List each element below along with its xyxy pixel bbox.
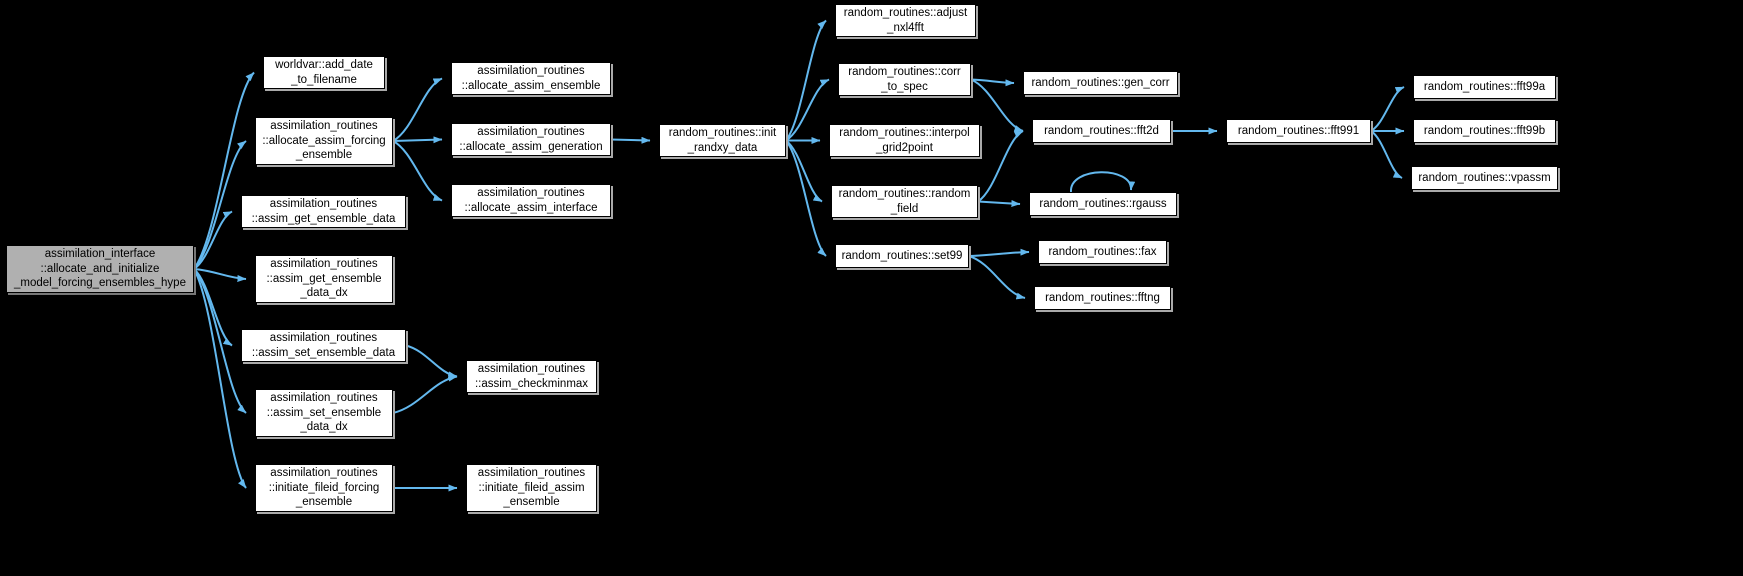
graph-edge-init_randxy-to-set99 bbox=[785, 139, 827, 257]
graph-node-get_ens_data[interactable]: assimilation_routines ::assim_get_ensemb… bbox=[241, 195, 406, 228]
graph-edge-alloc_assim_generation-to-init_randxy bbox=[610, 136, 651, 144]
graph-edge-set_ens_data-to-assim_checkminmax bbox=[405, 344, 458, 379]
graph-node-set_ens_data_dx[interactable]: assimilation_routines ::assim_set_ensemb… bbox=[255, 389, 393, 437]
graph-node-alloc_assim_interface[interactable]: assimilation_routines ::allocate_assim_i… bbox=[451, 184, 611, 217]
graph-node-init_randxy[interactable]: random_routines::init _randxy_data bbox=[659, 124, 786, 157]
graph-node-fft99a[interactable]: random_routines::fft99a bbox=[1413, 75, 1556, 99]
graph-node-alloc_forcing[interactable]: assimilation_routines ::allocate_assim_f… bbox=[255, 117, 393, 165]
graph-edge-set99-to-fftng bbox=[968, 255, 1026, 300]
graph-node-set_ens_data[interactable]: assimilation_routines ::assim_set_ensemb… bbox=[241, 329, 406, 362]
graph-node-vpassm[interactable]: random_routines::vpassm bbox=[1411, 166, 1558, 190]
graph-edge-init_randxy-to-adjust_nxl4fft bbox=[785, 19, 827, 142]
graph-edge-root-to-get_ens_data bbox=[193, 210, 233, 270]
graph-node-get_ens_data_dx[interactable]: assimilation_routines ::assim_get_ensemb… bbox=[255, 255, 393, 303]
graph-node-add_date[interactable]: worldvar::add_date _to_filename bbox=[263, 56, 385, 89]
graph-edge-fft991-to-fft99a bbox=[1370, 86, 1405, 132]
graph-edge-set99-to-fax bbox=[968, 248, 1030, 257]
graph-node-set99[interactable]: random_routines::set99 bbox=[835, 244, 969, 268]
graph-node-root[interactable]: assimilation_interface ::allocate_and_in… bbox=[6, 245, 194, 293]
graph-node-fft991[interactable]: random_routines::fft991 bbox=[1226, 119, 1371, 143]
graph-edge-alloc_forcing-to-alloc_assim_interface bbox=[392, 140, 443, 202]
graph-edge-root-to-set_ens_data_dx bbox=[193, 268, 247, 414]
graph-node-init_fileid_forcing[interactable]: assimilation_routines ::initiate_fileid_… bbox=[255, 464, 393, 512]
graph-edge-init_randxy-to-random_field bbox=[785, 139, 823, 203]
graph-node-gen_corr[interactable]: random_routines::gen_corr bbox=[1023, 71, 1178, 95]
graph-node-alloc_assim_ensemble[interactable]: assimilation_routines ::allocate_assim_e… bbox=[451, 62, 611, 95]
graph-edge-root-to-alloc_forcing bbox=[193, 140, 247, 270]
graph-node-init_fileid_assim[interactable]: assimilation_routines ::initiate_fileid_… bbox=[466, 464, 597, 512]
graph-edge-set_ens_data_dx-to-assim_checkminmax bbox=[392, 374, 458, 414]
graph-edge-corr_to_spec-to-fft2d bbox=[970, 78, 1024, 132]
graph-node-random_field[interactable]: random_routines::random _field bbox=[831, 185, 978, 218]
graph-edge-random_field-to-rgauss bbox=[977, 199, 1021, 207]
graph-node-interpol_grid2point[interactable]: random_routines::interpol _grid2point bbox=[829, 124, 980, 157]
graph-edge-root-to-init_fileid_forcing bbox=[193, 268, 247, 489]
graph-edge-corr_to_spec-to-gen_corr bbox=[970, 78, 1015, 87]
graph-node-rgauss[interactable]: random_routines::rgauss bbox=[1029, 192, 1177, 216]
graph-node-fftng[interactable]: random_routines::fftng bbox=[1034, 286, 1171, 310]
graph-edge-init_randxy-to-corr_to_spec bbox=[785, 78, 830, 142]
graph-edge-alloc_forcing-to-alloc_assim_generation bbox=[392, 136, 443, 144]
graph-node-fft2d[interactable]: random_routines::fft2d bbox=[1032, 119, 1171, 143]
graph-node-corr_to_spec[interactable]: random_routines::corr _to_spec bbox=[838, 63, 971, 96]
graph-node-assim_checkminmax[interactable]: assimilation_routines ::assim_checkminma… bbox=[466, 360, 597, 393]
graph-node-fax[interactable]: random_routines::fax bbox=[1038, 240, 1167, 264]
graph-edge-random_field-to-fft2d bbox=[977, 130, 1024, 203]
graph-edge-fft991-to-vpassm bbox=[1370, 130, 1403, 179]
graph-edge-rgauss-to-rgauss bbox=[1069, 171, 1136, 193]
graph-node-adjust_nxl4fft[interactable]: random_routines::adjust _nxl4fft bbox=[835, 4, 976, 37]
graph-edge-root-to-add_date bbox=[193, 71, 255, 270]
graph-edge-alloc_forcing-to-alloc_assim_ensemble bbox=[392, 77, 443, 142]
graph-edge-root-to-get_ens_data_dx bbox=[193, 268, 247, 282]
graph-node-fft99b[interactable]: random_routines::fft99b bbox=[1413, 119, 1556, 143]
graph-node-alloc_assim_generation[interactable]: assimilation_routines ::allocate_assim_g… bbox=[451, 123, 611, 156]
